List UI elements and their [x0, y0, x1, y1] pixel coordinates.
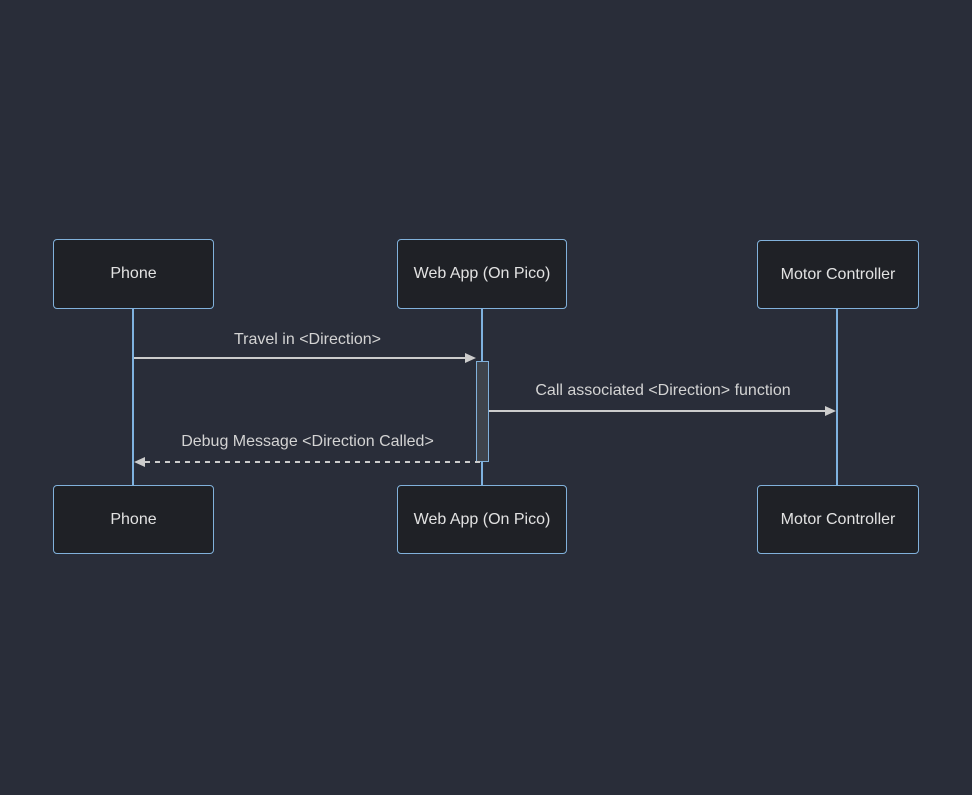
activation-bar-webapp — [476, 361, 489, 462]
actor-box-webapp-bottom: Web App (On Pico) — [397, 485, 567, 554]
actor-label-webapp: Web App (On Pico) — [413, 265, 551, 282]
message-label-travel: Travel in <Direction> — [233, 331, 382, 348]
actor-label-phone: Phone — [110, 510, 157, 528]
actor-label-phone: Phone — [110, 265, 157, 282]
actor-label-motor: Motor Controller — [780, 265, 896, 283]
actor-box-motor-bottom: Motor Controller — [757, 485, 919, 554]
message-label-call-function: Call associated <Direction> function — [535, 382, 791, 399]
message-line-debug — [145, 461, 481, 463]
actor-box-phone-top: Phone — [53, 239, 214, 309]
arrowhead-left-icon — [134, 457, 145, 467]
message-line-travel — [134, 357, 466, 359]
lifeline-phone — [132, 309, 134, 486]
lifeline-motor — [836, 309, 838, 486]
message-line-call-function — [489, 410, 825, 412]
actor-label-webapp: Web App (On Pico) — [413, 510, 551, 528]
message-label-debug: Debug Message <Direction Called> — [181, 433, 434, 450]
actor-box-phone-bottom: Phone — [53, 485, 214, 554]
actor-box-webapp-top: Web App (On Pico) — [397, 239, 567, 309]
arrowhead-right-icon — [825, 406, 836, 416]
actor-label-motor: Motor Controller — [780, 510, 896, 528]
arrowhead-right-icon — [465, 353, 476, 363]
actor-box-motor-top: Motor Controller — [757, 240, 919, 309]
